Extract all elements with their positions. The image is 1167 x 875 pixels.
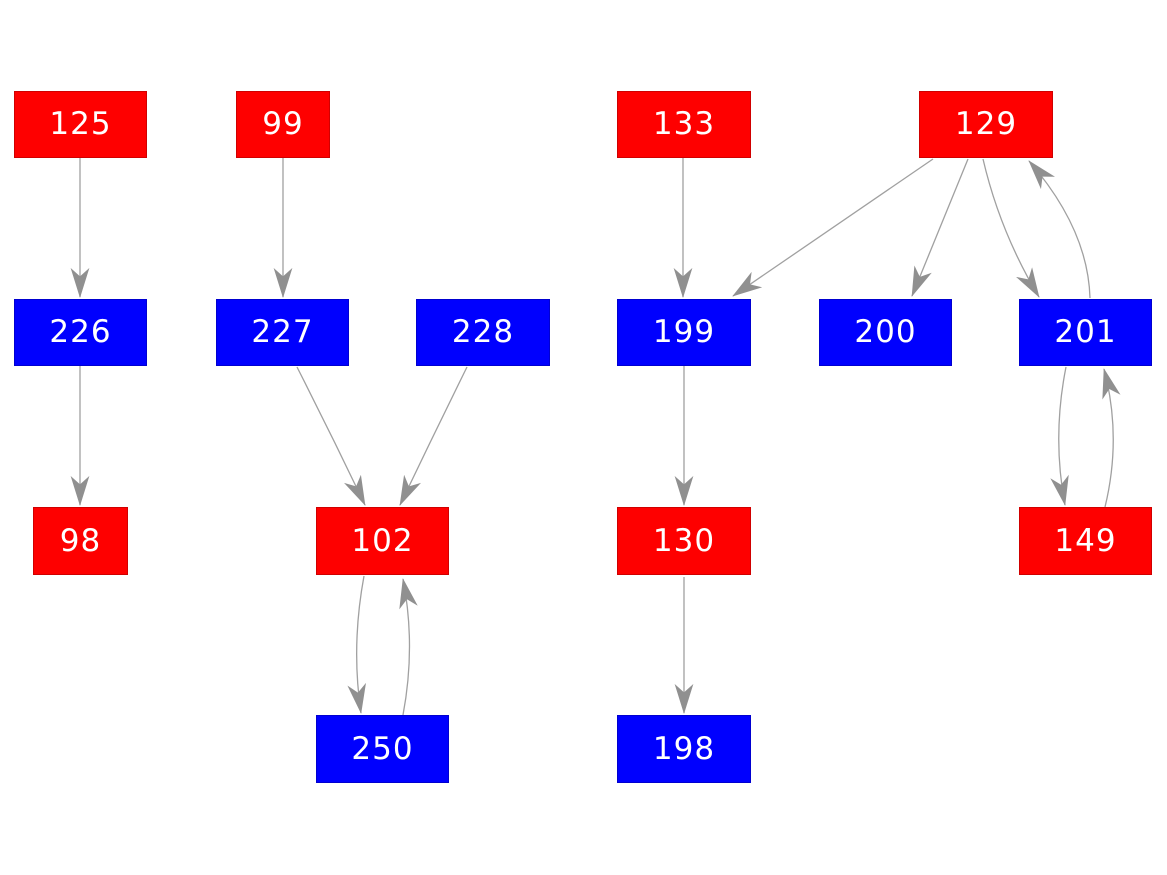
- node-label: 133: [652, 106, 716, 142]
- node-label: 125: [49, 106, 112, 142]
- graph-node-199: 199: [617, 299, 751, 366]
- graph-node-227: 227: [216, 299, 349, 366]
- node-label: 200: [854, 314, 917, 350]
- graph-node-226: 226: [14, 299, 147, 366]
- graph-node-102: 102: [316, 507, 449, 575]
- edge-149-201: [1102, 368, 1121, 508]
- edges-group: [70, 157, 1121, 716]
- graph-node-133: 133: [617, 91, 751, 158]
- graph-node-198: 198: [617, 715, 751, 783]
- graph-node-149: 149: [1019, 507, 1152, 575]
- graph-node-200: 200: [819, 299, 952, 366]
- edge-129-200: [911, 158, 969, 297]
- edge-201-149: [1050, 366, 1069, 506]
- node-label: 227: [251, 314, 314, 350]
- edge-129-201: [982, 158, 1040, 298]
- edge-250-102: [399, 578, 418, 716]
- graph-node-99: 99: [236, 91, 330, 158]
- node-label: 99: [262, 106, 304, 142]
- graph-node-201: 201: [1019, 299, 1152, 366]
- graph-node-129: 129: [919, 91, 1053, 158]
- edge-228-102: [399, 366, 468, 506]
- node-label: 226: [49, 314, 112, 350]
- graph-node-98: 98: [33, 507, 128, 575]
- node-label: 199: [652, 314, 716, 350]
- node-label: 130: [652, 522, 716, 559]
- edge-102-250: [347, 575, 366, 714]
- graph-node-125: 125: [14, 91, 147, 158]
- node-label: 129: [954, 106, 1018, 142]
- node-label: 102: [351, 522, 414, 559]
- graph-node-228: 228: [416, 299, 550, 366]
- node-label: 98: [59, 522, 102, 559]
- edge-129-199: [732, 158, 934, 297]
- graph-node-250: 250: [316, 715, 449, 783]
- node-label: 149: [1054, 522, 1117, 559]
- node-label: 198: [652, 730, 716, 767]
- node-label: 201: [1054, 314, 1117, 350]
- edge-201-129: [1028, 160, 1091, 299]
- node-label: 228: [451, 314, 515, 350]
- node-label: 250: [351, 730, 414, 767]
- graph-node-130: 130: [617, 507, 751, 575]
- edge-227-102: [296, 366, 366, 506]
